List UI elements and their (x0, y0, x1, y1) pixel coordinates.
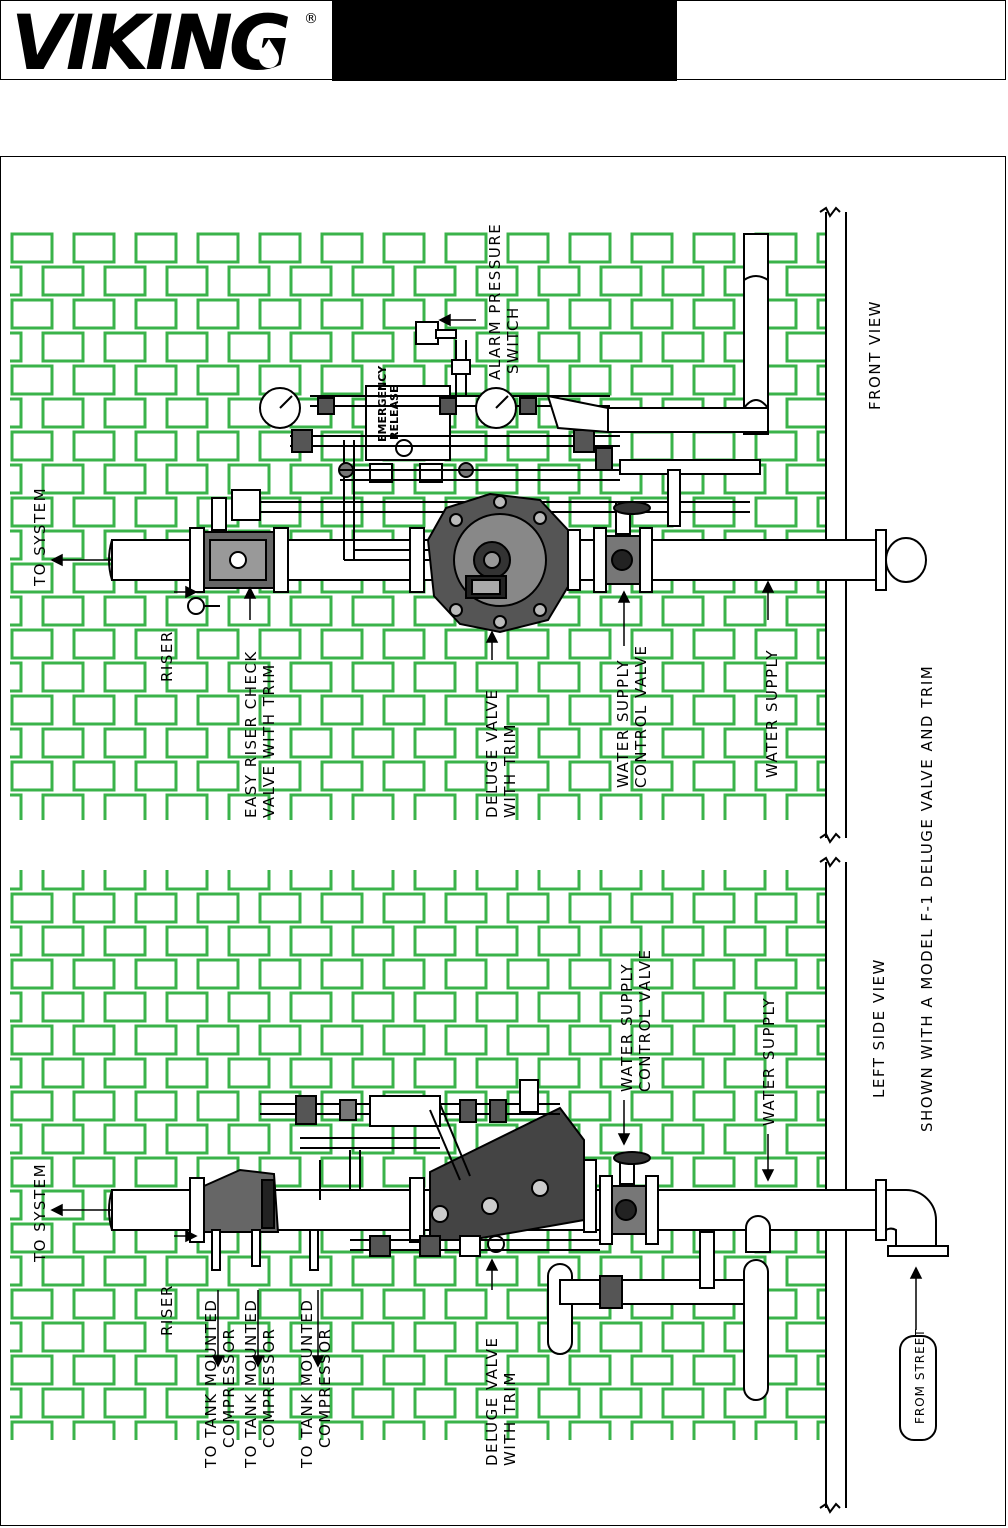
side-trim-assembly (260, 1079, 600, 1257)
floor-lines (819, 206, 847, 1514)
emergency-label-1: EMERGENCY (376, 365, 389, 442)
label-wscv-front-2: CONTROL VALVE (632, 644, 650, 788)
label-deluge-front-1: DELUGE VALVE (483, 689, 501, 819)
label-easy-riser-1: EASY RISER CHECK (242, 650, 260, 818)
registered-mark: ® (304, 11, 318, 27)
label-tank-b-2: COMPRESSOR (260, 1328, 278, 1448)
label-tank-c-2: COMPRESSOR (316, 1328, 334, 1448)
front-view-labels: TO SYSTEM RISER EASY RISER CHECK VALVE W… (31, 223, 884, 818)
brick-wall-front (10, 232, 826, 820)
label-tank-a-1: TO TANK MOUNTED (202, 1299, 220, 1469)
label-wscv-side-2: CONTROL VALVE (636, 948, 654, 1092)
label-easy-riser-2: VALVE WITH TRIM (260, 663, 278, 818)
label-from-street: FROM STREET (913, 1328, 927, 1424)
logo-text: VIKING (11, 1, 289, 79)
water-supply-control-valve-front (593, 501, 653, 593)
brick-wall-side (10, 870, 826, 1440)
easy-riser-check-valve (187, 489, 289, 615)
side-drain-pipes (547, 1215, 771, 1401)
from-street-box (899, 1335, 937, 1441)
logo-box: VIKING ® (1, 0, 333, 87)
label-water-supply-front: WATER SUPPLY (763, 649, 781, 778)
label-alarm-2: SWITCH (504, 306, 522, 374)
easy-riser-check-valve-side (189, 1168, 319, 1271)
label-tank-c-1: TO TANK MOUNTED (298, 1299, 316, 1469)
label-riser-side: RISER (158, 1284, 176, 1336)
side-view-title: LEFT SIDE VIEW (870, 958, 888, 1098)
header-black-bar (333, 1, 677, 81)
label-water-supply-side: WATER SUPPLY (760, 997, 778, 1126)
label-deluge-front-2: WITH TRIM (501, 723, 519, 818)
label-to-system-side: TO SYSTEM (31, 1163, 49, 1263)
label-wscv-front-1: WATER SUPPLY (614, 659, 632, 788)
emergency-release-box: EMERGENCY RELEASE (365, 365, 451, 461)
label-alarm-1: ALARM PRESSURE (486, 223, 504, 380)
deluge-valve-side (409, 1106, 597, 1253)
label-deluge-side-2: WITH TRIM (501, 1371, 519, 1466)
alarm-pressure-switch (415, 321, 457, 345)
water-supply-control-valve-side (599, 1151, 659, 1245)
water-drop-icon (259, 39, 279, 68)
deluge-valve-front (409, 492, 581, 634)
viking-logo: VIKING ® (11, 0, 318, 87)
label-to-system-front: TO SYSTEM (31, 487, 49, 587)
side-view-caption: SHOWN WITH A MODEL F-1 DELUGE VALVE AND … (918, 665, 936, 1132)
label-riser-front: RISER (158, 630, 176, 682)
label-arrows (50, 313, 923, 1368)
diagram-frame (0, 156, 1006, 1526)
label-tank-b-1: TO TANK MOUNTED (242, 1299, 260, 1469)
label-deluge-side-1: DELUGE VALVE (483, 1337, 501, 1467)
label-tank-a-2: COMPRESSOR (220, 1328, 238, 1448)
front-drain-pipes (546, 233, 769, 527)
front-trim-assembly (259, 340, 620, 483)
side-view-labels: TO SYSTEM RISER TO TANK MOUNTED COMPRESS… (31, 665, 936, 1469)
emergency-label-2: RELEASE (388, 386, 401, 440)
label-wscv-side-1: WATER SUPPLY (618, 963, 636, 1092)
front-view-title: FRONT VIEW (866, 300, 884, 410)
header-bar: VIKING ® (0, 0, 1006, 87)
